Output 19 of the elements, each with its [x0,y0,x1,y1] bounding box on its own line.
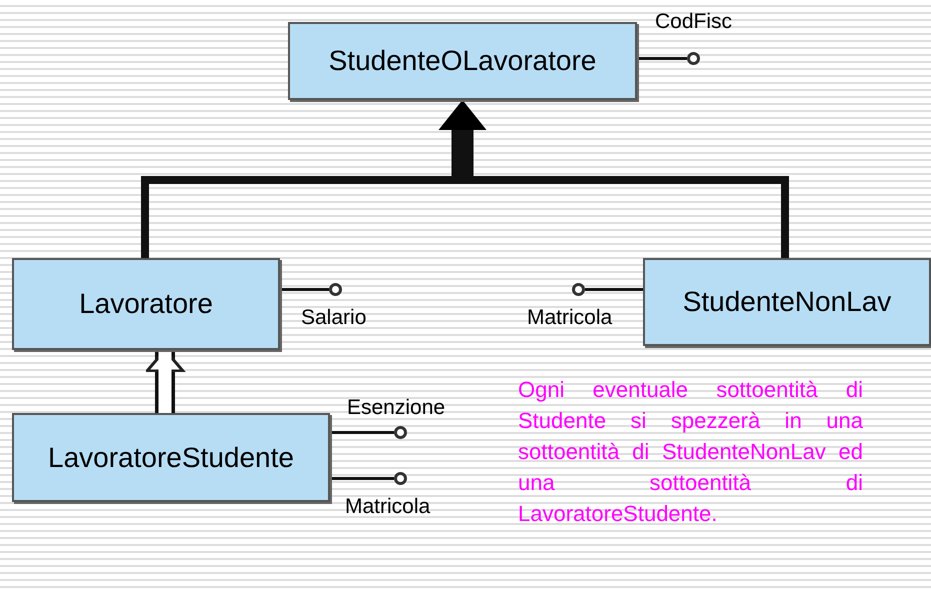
attribute-label: Esenzione [347,395,446,421]
entity-name: Lavoratore [79,287,213,321]
attribute-label: CodFisc [655,9,732,35]
attribute-label: Salario [301,305,366,331]
entity-box [12,413,330,502]
attribute-line [330,431,394,434]
attribute-label: Matricola [527,305,612,331]
attribute-line [280,288,329,291]
note-text: Ogni eventuale sottoentità di Studente si spezzerà in una sottoentità di StudenteNonLav ed una sottoentità di LavoratoreStudente. [518,376,863,528]
attribute-line [330,477,394,480]
attribute-label: Matricola [345,494,430,520]
attribute-line [585,288,643,291]
attribute-line [637,57,687,60]
entity-box [12,258,280,350]
entity-name: LavoratoreStudente [48,440,294,474]
entity-name: StudenteNonLav [682,285,892,319]
entity-name: StudenteOLavoratore [328,44,596,78]
entity-box [643,258,931,346]
entity-box [288,22,637,100]
